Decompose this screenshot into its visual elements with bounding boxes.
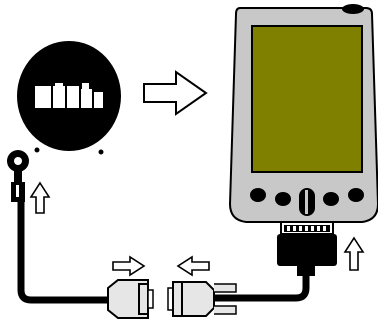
hard-buttons [250, 188, 364, 216]
db9-female-icon [107, 279, 154, 319]
sync-cable [17, 200, 108, 304]
round-plug-icon [7, 150, 29, 202]
power-button [342, 4, 364, 14]
right-outline-arrow-icon [143, 70, 208, 116]
up-arrow-icon [29, 181, 51, 214]
up-arrow-icon [343, 236, 365, 271]
palm-handheld-device-icon [228, 4, 378, 276]
left-arrow-icon [176, 255, 210, 277]
right-arrow-icon [112, 255, 146, 277]
cradle-connector [277, 221, 337, 276]
db9-male-icon [167, 281, 237, 317]
sync-cable-right [214, 270, 310, 302]
connector-pins-closeup-icon [17, 41, 121, 155]
handheld-screen [251, 25, 363, 173]
